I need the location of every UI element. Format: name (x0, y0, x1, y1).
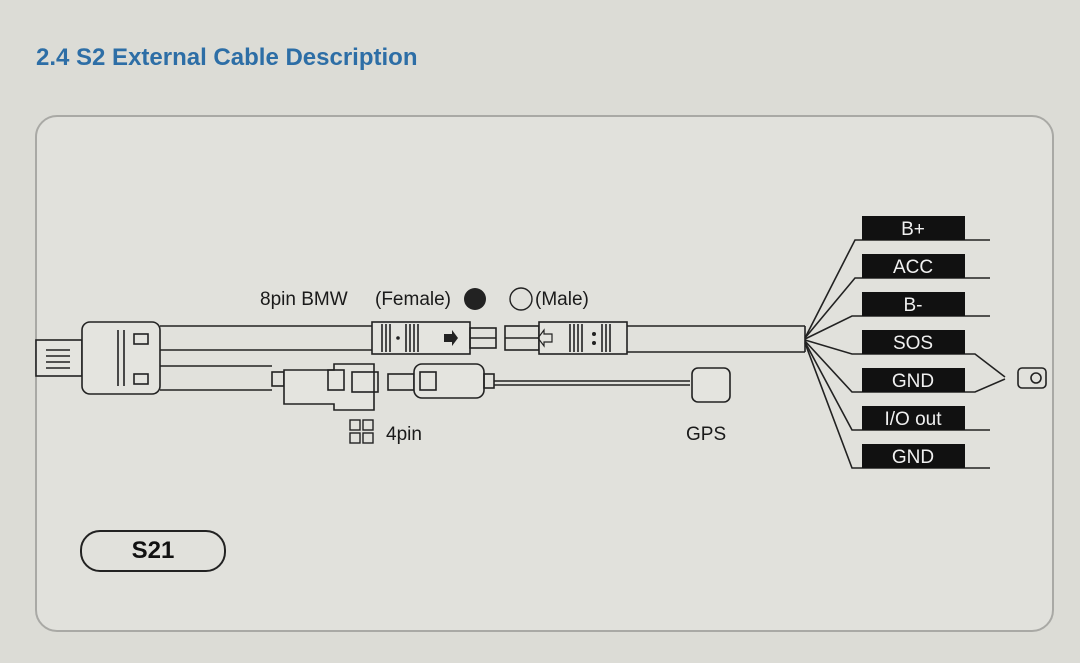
gps-cable (160, 363, 731, 411)
four-pin-icon (349, 419, 374, 444)
main-plug (35, 321, 161, 395)
wire-label-acc: ACC (893, 257, 933, 278)
male-label: (Male) (535, 289, 589, 310)
bmw-cable (160, 321, 805, 355)
bmw-label: 8pin BMW (260, 289, 348, 310)
wire-label-gnd: GND (892, 371, 934, 392)
ring-terminal-icon (1017, 367, 1047, 389)
gps-label: GPS (686, 424, 726, 445)
male-pin-icon (509, 287, 533, 311)
wire-label-b-plus: B+ (901, 219, 925, 240)
wire-label-gnd-2: GND (892, 447, 934, 468)
wire-label-sos: SOS (893, 333, 933, 354)
wire-labels: B+ ACC B- SOS GND I/O out GND (862, 216, 965, 468)
wire-label-io-out: I/O out (884, 409, 942, 430)
gps-module-icon (691, 367, 731, 403)
female-pin-icon (464, 288, 486, 310)
wire-label-b-minus: B- (904, 295, 923, 316)
model-badge: S21 (80, 530, 226, 572)
female-label: (Female) (375, 289, 451, 310)
four-pin-label: 4pin (386, 424, 422, 445)
section-title: 2.4 S2 External Cable Description (36, 44, 418, 71)
